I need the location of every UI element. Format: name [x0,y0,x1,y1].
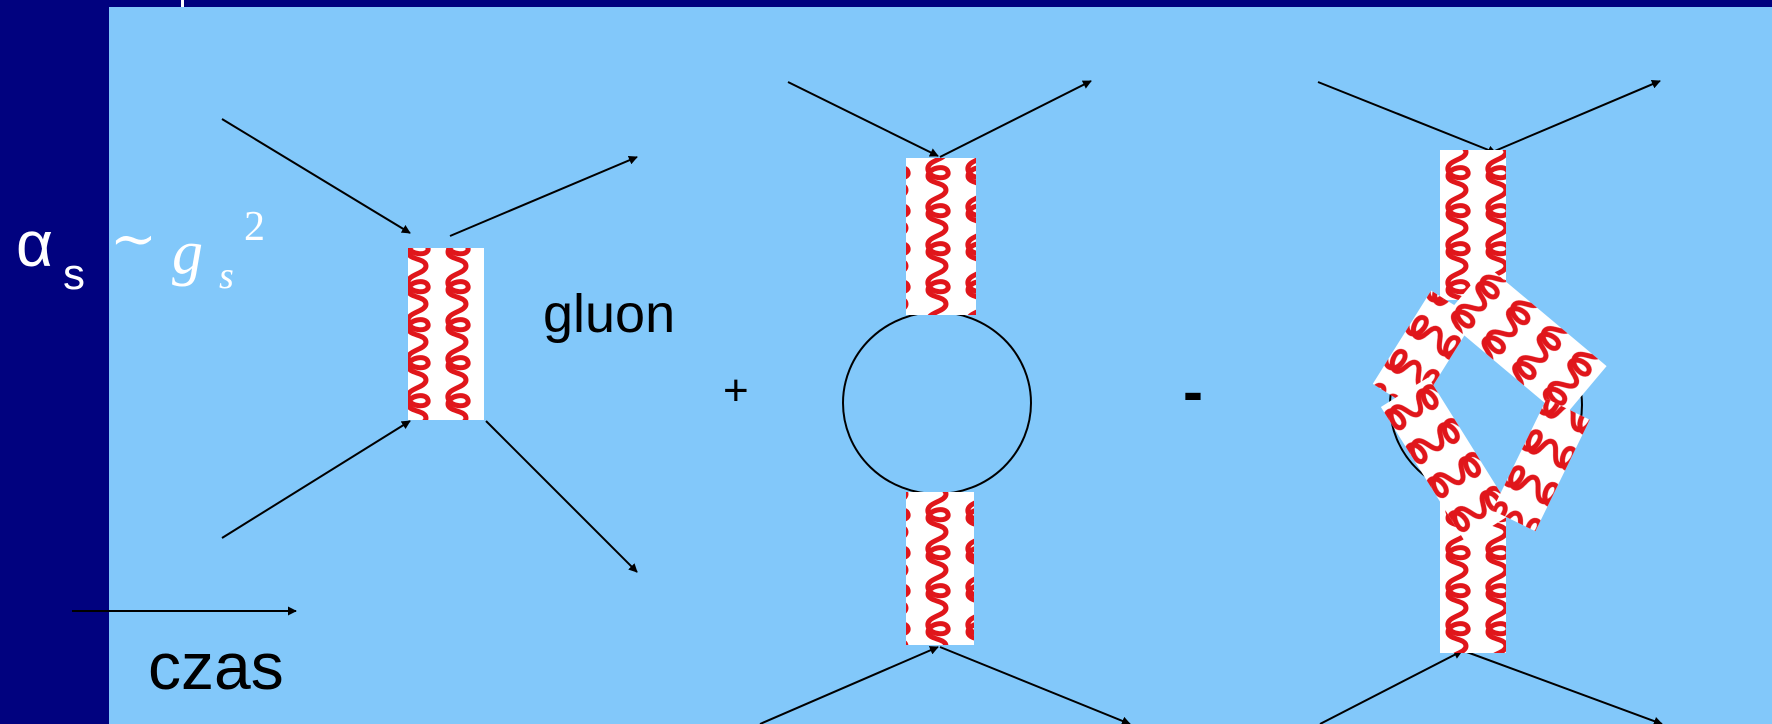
quark-loop [843,312,1031,494]
gluon-propagator-top [906,158,976,315]
gluon-loop-segment-bottom-right [1492,399,1590,531]
incoming-quark-bottom [222,421,410,538]
outgoing-quark-bottom [486,421,637,572]
outgoing-quark-top [940,81,1091,157]
outgoing-quark-top [450,157,637,236]
outgoing-quark-bottom [940,647,1130,724]
incoming-quark-bottom [760,647,938,724]
tree-diagram [222,119,637,572]
gluon-propagator [408,248,484,420]
incoming-quark-top [222,119,410,233]
gluon-label: gluon [543,287,675,341]
gluon-propagator-bottom [906,492,974,645]
plus-sign: + [723,369,749,413]
incoming-quark-bottom [1320,651,1462,724]
quark-loop-diagram [760,81,1130,724]
outgoing-quark-bottom [1464,651,1662,724]
incoming-quark-top [788,82,938,156]
minus-sign: - [1183,362,1203,422]
outgoing-quark-top [1490,81,1660,153]
time-axis-label: czas [148,633,284,699]
incoming-quark-top [1318,82,1496,153]
gluon-loop-diagram [1318,81,1662,724]
